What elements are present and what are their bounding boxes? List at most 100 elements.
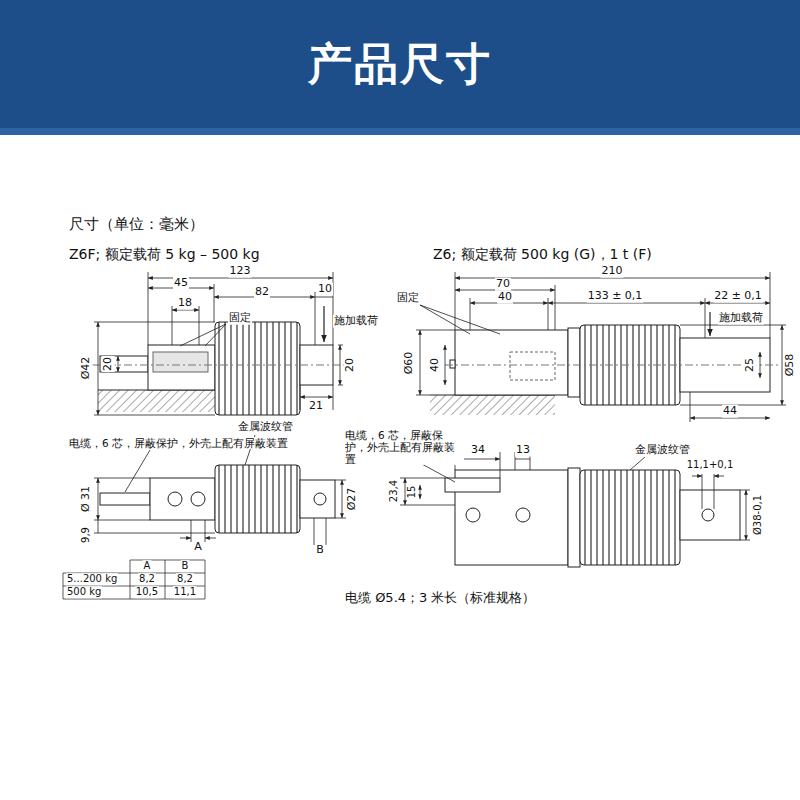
z6-top-dimensions-part — [714, 476, 724, 477]
dimension-label: Ø60 — [403, 351, 416, 376]
z6f-side-dimensions-part — [315, 292, 316, 345]
z6f-side-dimensions-part — [118, 356, 119, 372]
z6f-top-dimensions-part — [125, 450, 150, 492]
z6f-side-dimensions-part — [340, 345, 341, 385]
dimension-label: 10,5 — [135, 586, 159, 598]
z6f-top-dimensions-part — [180, 538, 191, 539]
dimension-label: 10 — [317, 283, 333, 296]
section-heading: Z6F; 额定载荷 5 kg – 500 kg — [68, 246, 261, 262]
z6f-top-dimensions-part — [326, 518, 327, 545]
dimension-label: 11,1+0,1 — [686, 459, 735, 471]
z6f-top-dimensions-part — [205, 520, 206, 542]
z6-top-dimensions-part — [500, 452, 501, 478]
z6f-side-dimensions-part — [315, 297, 333, 298]
z6f-top-dimensions-part — [98, 478, 99, 520]
z6f-top-view-part — [215, 465, 300, 533]
z6f-top-dimensions — [94, 435, 346, 545]
z6f-side-dimensions-part — [172, 310, 199, 311]
dimension-label: 9,9 — [80, 526, 92, 544]
z6f-top-dimensions-part — [94, 533, 215, 534]
z6f-side-view-part — [148, 345, 215, 390]
z6f-top-dimensions-part — [98, 520, 99, 533]
section-heading: 尺寸（单位：毫米） — [68, 216, 205, 233]
dimension-label: 210 — [601, 265, 624, 278]
z6f-top-dimensions-part — [205, 538, 216, 539]
z6-side-dimensions-part — [705, 303, 770, 304]
z6f-side-view-part — [92, 365, 345, 366]
z6-top-dimensions-part — [714, 474, 715, 509]
title-text: 产品尺寸 — [308, 35, 492, 94]
z6-side-dimensions-part — [705, 298, 706, 338]
dimension-label: 金属波纹管 — [634, 444, 691, 457]
z6-top-dimensions — [400, 452, 750, 540]
z6f-top-view-part — [300, 480, 335, 518]
dimension-label: Ø58 — [783, 353, 796, 378]
z6-top-dimensions-part — [420, 463, 455, 482]
z6f-top-dimensions-part — [314, 518, 315, 545]
dimension-label: 金属波纹管 — [237, 421, 294, 434]
z6-side-dimensions-part — [416, 330, 455, 331]
dimension-label: Ø42 — [80, 356, 93, 381]
z6f-top-view-part — [314, 493, 326, 505]
z6f-side-dimensions-part — [338, 385, 343, 386]
z6f-top-dimensions-part — [94, 520, 150, 521]
z6f-top-view-part — [150, 478, 215, 520]
dimension-label: Ø27 — [346, 487, 359, 512]
z6f-side-dimensions-part — [172, 306, 173, 345]
z6f-side-view-part — [153, 352, 208, 372]
table-grid-part — [63, 599, 205, 600]
dimension-label: 70 — [495, 278, 511, 291]
dimension-label: 123 — [229, 265, 252, 278]
dimension-label: Ø 31 — [80, 485, 93, 513]
table-grid-part — [63, 573, 64, 599]
dimension-label: 34 — [470, 444, 486, 457]
dimension-label: 电缆 Ø5.4；3 米长（标准规格） — [344, 591, 536, 606]
z6-top-view-part — [516, 508, 530, 522]
z6f-side-view-part — [98, 390, 215, 412]
dimension-label: 20 — [102, 356, 115, 372]
table-grid-part — [165, 560, 166, 599]
z6-side-dimensions-part — [420, 330, 421, 395]
z6-side-view-part — [450, 360, 455, 368]
dimension-label: 22 ± 0,1 — [713, 290, 763, 303]
dimension-label: A — [143, 560, 152, 572]
title-band-strip — [0, 128, 800, 135]
z6-side-dimensions-part — [760, 352, 761, 378]
dimension-label: 固定 — [228, 312, 252, 325]
z6f-side-dimensions-part — [323, 306, 324, 342]
dimension-label: 44 — [722, 405, 738, 418]
z6-side-dimensions-part — [680, 325, 786, 326]
z6-top-dimensions-part — [400, 505, 455, 506]
z6-side-dimensions-part — [416, 395, 430, 396]
z6-side-dimensions-part — [445, 345, 446, 385]
dimension-label: 40 — [497, 291, 513, 304]
z6f-side-dimensions-part — [199, 306, 200, 345]
z6f-side-dimensions-part — [338, 345, 343, 346]
z6f-top-view-part — [168, 492, 182, 506]
dimension-label: 82 — [254, 286, 270, 299]
dimension-label: 施加载荷 — [333, 315, 379, 328]
z6-side-dimensions-part — [709, 312, 710, 336]
z6-top-dimensions-part — [692, 476, 702, 477]
z6f-side-dimensions — [94, 272, 343, 415]
dimension-label: 20 — [344, 357, 357, 373]
z6f-side-dimensions-part — [94, 415, 215, 416]
z6-side-view-part — [510, 352, 555, 380]
z6-top-view-part — [466, 508, 480, 522]
dimension-label: 500 kg — [66, 586, 102, 598]
dimension-label: 25 — [744, 357, 757, 373]
page-title: 产品尺寸 — [0, 0, 800, 128]
dimension-label: 8,2 — [176, 573, 194, 585]
z6-side-dimensions-part — [548, 303, 705, 304]
table-grid-part — [130, 560, 205, 561]
dimension-label: 8,2 — [138, 573, 156, 585]
dimension-label: 23,4 — [388, 479, 400, 503]
z6-side-dimensions-part — [770, 272, 771, 338]
z6-top-dimensions-part — [740, 490, 750, 491]
dimension-label: 施加载荷 — [718, 312, 764, 325]
dimension-label: 21 — [308, 400, 324, 413]
z6f-top-dimensions-part — [94, 478, 150, 479]
dimension-label: 固定 — [396, 292, 420, 305]
z6f-side-view-part — [100, 356, 148, 372]
